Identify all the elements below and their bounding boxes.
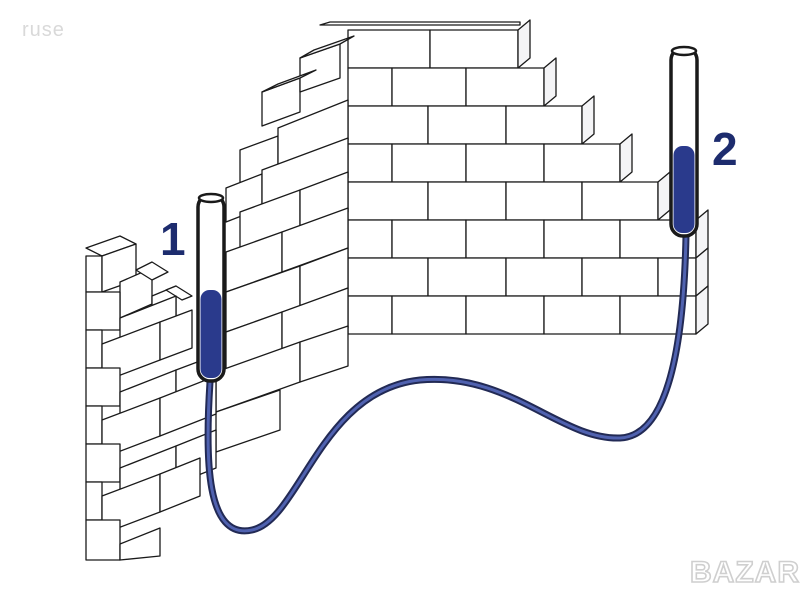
- tube-2-water: [673, 146, 695, 233]
- back-wall: [319, 19, 709, 335]
- side-wall: [215, 35, 355, 453]
- level-tube-2: 2: [669, 45, 738, 238]
- bazar-logo-watermark: BAZAR: [689, 555, 800, 590]
- watermark-site-name: ruse: [22, 19, 65, 41]
- tube-2-label: 2: [712, 123, 738, 175]
- tube-2-rim: [670, 45, 698, 57]
- tube-1-rim: [197, 192, 225, 204]
- brick-walls: [85, 19, 709, 561]
- hose-highlight: [206, 234, 688, 533]
- tube-1-label: 1: [160, 213, 186, 265]
- tube-1-water: [200, 290, 222, 378]
- level-tube-1: 1: [160, 192, 226, 383]
- bazar-logo-text: BAZAR: [690, 556, 800, 589]
- hose: [204, 232, 690, 535]
